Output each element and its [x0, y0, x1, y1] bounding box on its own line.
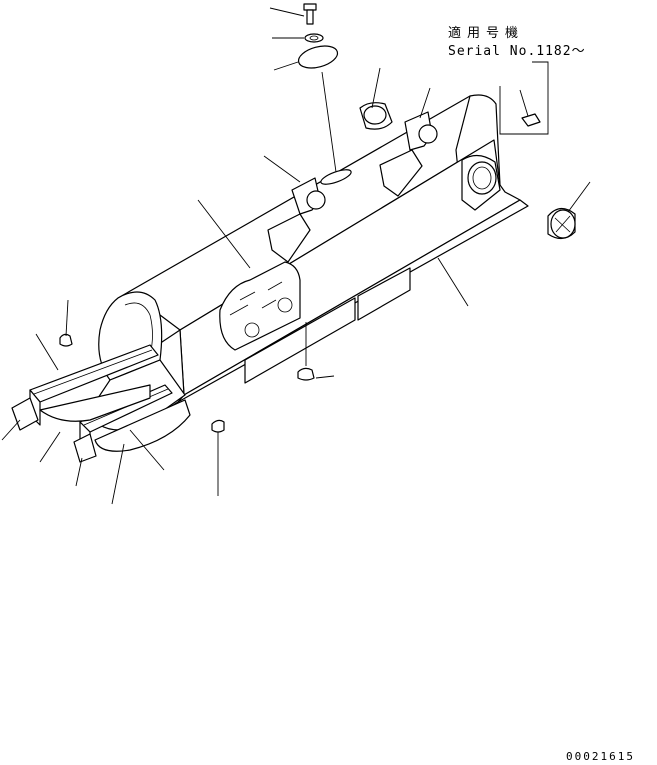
- bushing-right: [547, 207, 576, 240]
- small-bolt-right: [521, 113, 541, 127]
- side-panels: [244, 267, 411, 384]
- small-bolt-bottom: [297, 367, 315, 381]
- side-plate: [219, 261, 301, 351]
- document-number: 00021615: [566, 750, 635, 763]
- applicable-model-note: 適用号機: [448, 26, 525, 41]
- small-bolt-left: [59, 333, 73, 347]
- small-bolt-bottom-left: [211, 419, 225, 433]
- bolt-top: [303, 3, 324, 43]
- rail-upper: [29, 344, 159, 426]
- leader-lines: [1, 7, 591, 505]
- serial-number-note: Serial No.1182～: [448, 44, 586, 59]
- tag-plate-bottom: [73, 433, 97, 463]
- boss-right: [461, 154, 501, 211]
- bracket-right: [379, 111, 438, 197]
- cover-plate-top: [297, 45, 352, 185]
- bushing-top: [359, 102, 393, 130]
- bracket-left: [267, 177, 326, 263]
- bottom-cover: [39, 384, 191, 452]
